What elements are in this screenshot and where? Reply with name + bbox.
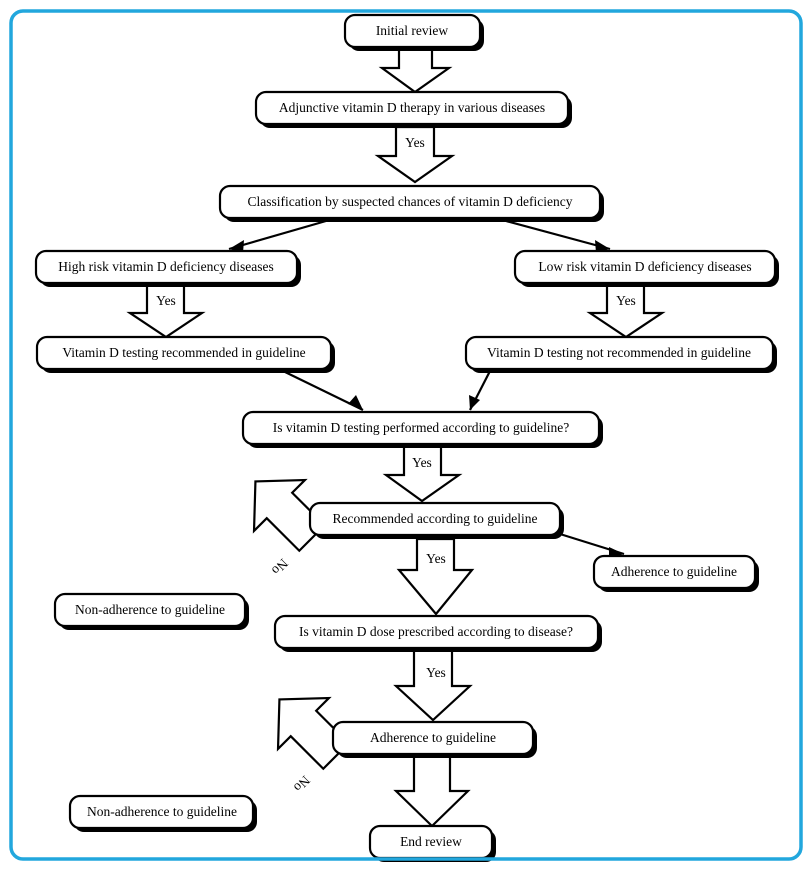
node-recommended-according-to-guideline[interactable]: Recommended according to guideline: [308, 501, 564, 539]
node-non-adherence-2[interactable]: Non-adherence to guideline: [68, 794, 257, 832]
node-adherence-2[interactable]: Adherence to guideline: [331, 720, 537, 758]
arrow-classification-to-low-risk: [505, 219, 611, 251]
arrowhead-classification-to-low-risk: [595, 240, 610, 253]
edge-label-yes-adjunctive: Yes: [405, 135, 425, 150]
node-adherence-1[interactable]: Adherence to guideline: [592, 554, 759, 592]
node-label: Initial review: [376, 23, 449, 38]
node-testing-performed-question[interactable]: Is vitamin D testing performed according…: [241, 410, 603, 448]
node-label: High risk vitamin D deficiency diseases: [58, 259, 274, 274]
edge-label-yes-low-risk: Yes: [616, 293, 636, 308]
block-arrow-adherence-to-end-review: [393, 754, 471, 828]
node-label: End review: [400, 834, 462, 849]
node-label: Is vitamin D testing performed according…: [273, 420, 570, 435]
node-label: Adherence to guideline: [370, 730, 496, 745]
arrowhead-testing-not-recommended-to-question: [469, 395, 480, 410]
node-testing-recommended[interactable]: Vitamin D testing recommended in guideli…: [35, 335, 335, 373]
node-dose-prescribed-question[interactable]: Is vitamin D dose prescribed according t…: [273, 614, 602, 652]
frame-border: [9, 9, 803, 861]
edge-label-yes-testing-question: Yes: [412, 455, 432, 470]
block-arrow-dose-question-to-adherence: [393, 648, 473, 722]
block-arrow-recommended-to-dose-question: [396, 537, 475, 616]
node-adjunctive-therapy[interactable]: Adjunctive vitamin D therapy in various …: [254, 90, 572, 128]
node-label: Recommended according to guideline: [332, 511, 537, 526]
edge-label-yes-recommended: Yes: [426, 551, 446, 566]
block-arrow-high-risk-to-testing-recommended: [126, 283, 206, 339]
arrow-classification-to-high-risk: [228, 219, 327, 251]
arrowhead-testing-recommended-to-question: [348, 395, 363, 410]
node-label: Vitamin D testing recommended in guideli…: [62, 345, 305, 360]
edge-label-yes-high-risk: Yes: [156, 293, 176, 308]
node-classification[interactable]: Classification by suspected chances of v…: [218, 184, 604, 222]
node-end-review[interactable]: End review: [368, 824, 496, 862]
node-high-risk[interactable]: High risk vitamin D deficiency diseases: [34, 249, 301, 287]
node-label: Low risk vitamin D deficiency diseases: [538, 259, 751, 274]
node-label: Non-adherence to guideline: [75, 602, 225, 617]
block-arrow-question-to-recommended: [382, 444, 463, 503]
block-arrow-low-risk-to-testing-not-recommended: [586, 283, 666, 339]
block-arrow-recommended-to-non-adherence: [252, 478, 327, 553]
block-arrow-adherence-to-non-adherence: [276, 696, 351, 771]
node-initial-review[interactable]: Initial review: [343, 13, 484, 51]
arrowhead-classification-to-high-risk: [229, 240, 244, 253]
edge-label-yes-dose-question: Yes: [426, 665, 446, 680]
node-testing-not-recommended[interactable]: Vitamin D testing not recommended in gui…: [464, 335, 777, 373]
node-label: Classification by suspected chances of v…: [247, 194, 572, 209]
node-label: Adjunctive vitamin D therapy in various …: [279, 100, 545, 115]
node-label: Non-adherence to guideline: [87, 804, 237, 819]
node-label: Is vitamin D dose prescribed according t…: [299, 624, 573, 639]
node-non-adherence-1[interactable]: Non-adherence to guideline: [53, 592, 249, 630]
block-arrow-adjunctive-to-classification: [374, 125, 456, 184]
node-label: Adherence to guideline: [611, 564, 737, 579]
node-low-risk[interactable]: Low risk vitamin D deficiency diseases: [513, 249, 779, 287]
node-label: Vitamin D testing not recommended in gui…: [487, 345, 751, 360]
